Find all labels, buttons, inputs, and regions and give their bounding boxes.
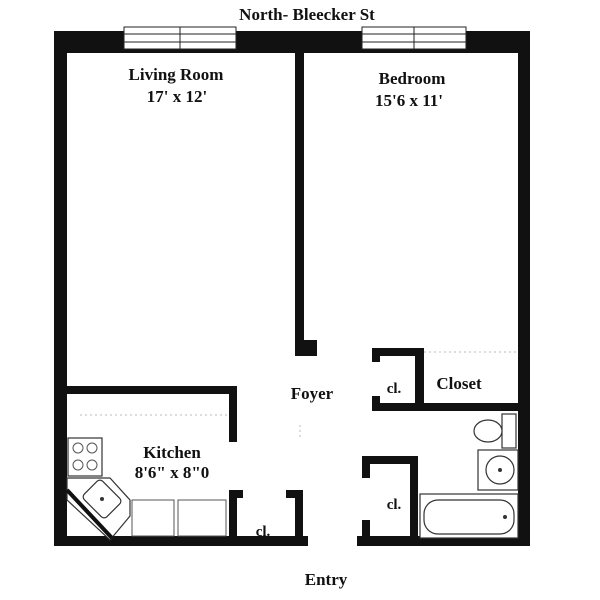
bathroom-sink <box>477 449 519 491</box>
kitchen-size: 8'6" x 8"0 <box>135 463 210 482</box>
outer-walls <box>54 31 530 546</box>
closet-small-label-3: cl. <box>256 524 271 540</box>
bathtub <box>419 493 519 539</box>
bedroom-size: 15'6 x 11' <box>375 91 443 110</box>
kitchen-name: Kitchen <box>143 443 201 462</box>
stove <box>67 437 103 477</box>
dotted-lines <box>80 351 518 440</box>
closet-small-label-2: cl. <box>387 497 402 513</box>
window-living <box>123 26 237 50</box>
entry-label: Entry <box>305 570 348 589</box>
closet-small-label-1: cl. <box>387 381 402 397</box>
living-room-size: 17' x 12' <box>147 87 207 106</box>
bedroom-name: Bedroom <box>379 69 446 88</box>
interior-walls <box>67 53 518 546</box>
kitchen-sink <box>82 479 122 519</box>
foyer-label: Foyer <box>291 384 334 403</box>
street-label: North- Bleecker St <box>239 5 375 24</box>
closet-label: Closet <box>436 374 482 393</box>
living-room-name: Living Room <box>129 65 224 84</box>
window-bedroom <box>361 26 467 50</box>
toilet <box>473 413 517 449</box>
